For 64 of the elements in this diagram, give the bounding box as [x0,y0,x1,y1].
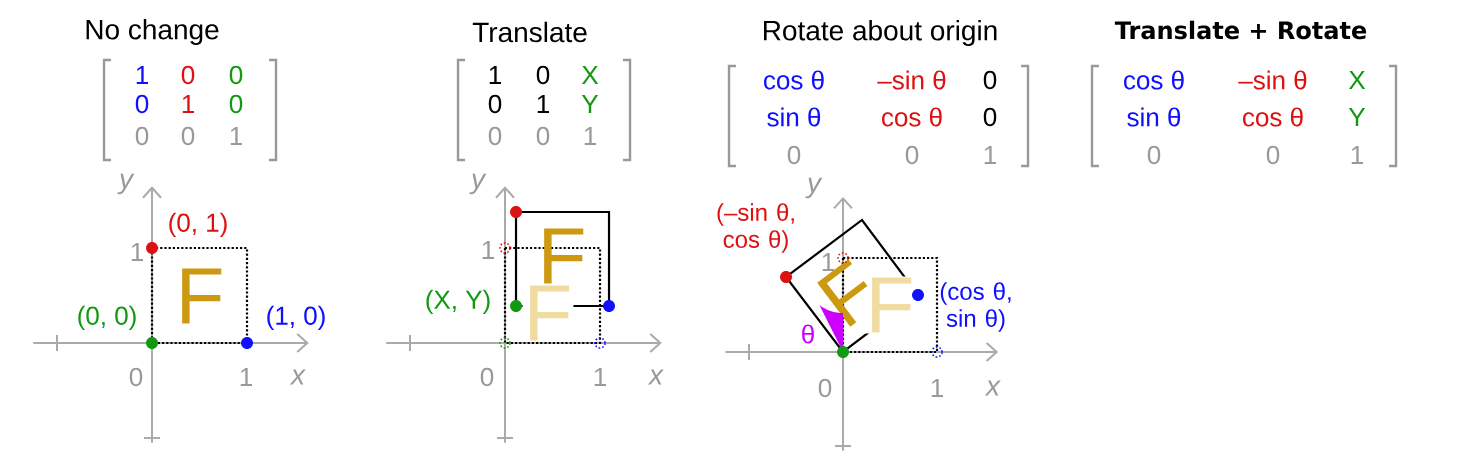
matrix-entry: 1 [230,127,242,145]
matrix-entry: 0 [135,126,149,146]
matrix-entry: 0 [181,126,195,146]
matrix-entry: 1 [182,95,194,113]
matrix-entry: 1 [984,146,996,164]
matrix-entry: 0 [229,65,243,85]
matrix-entry: 0 [1147,145,1161,165]
matrix-entry: 0 [536,126,550,146]
coordinate-label: (cos θ, sin θ) [940,282,1011,332]
tick-label: 1 [131,243,143,261]
matrix-entry: 0 [536,65,550,85]
tick-label: 1 [240,368,252,386]
matrix-entry: 0 [787,145,801,165]
matrix-entry: cos θ [882,107,942,127]
matrix-entry: cos θ [1243,107,1303,127]
matrix-entry: cos θ [1124,70,1184,90]
panel-title: Translate [472,21,587,43]
tick-label: 1 [931,379,943,397]
coordinate-label: (–sin θ, cos θ) [717,203,794,253]
axis-label: y [469,173,487,195]
axis-label: x [984,380,1001,396]
matrix-entry: 0 [1266,145,1280,165]
matrix-entry: cos θ [764,70,824,90]
tick-label: 1 [482,241,494,259]
matrix-entry: X [581,66,599,84]
tick-label: 0 [129,367,143,387]
matrix-entry: 0 [181,65,195,85]
panel-title: Translate + Rotate [1114,20,1367,40]
f-glyph: F [182,268,222,324]
axis-label: x [647,369,664,385]
matrix-entry: X [1348,71,1366,89]
coordinate-label: (X, Y) [426,289,490,315]
matrix-entry: 0 [135,94,149,114]
matrix-entry: 0 [983,70,997,90]
coordinate-label: (0, 1) [169,212,227,238]
panel-title: Rotate about origin [764,19,997,47]
f-glyph: F [544,228,584,284]
axis-label: y [117,173,135,195]
tick-label: 0 [480,367,494,387]
matrix-entry: –sin θ [877,70,946,90]
angle-label: θ [802,324,814,344]
matrix-entry: 0 [905,145,919,165]
matrix-entry: Y [1348,108,1366,126]
axis-label: x [289,369,306,385]
matrix-entry: –sin θ [1238,70,1307,90]
tick-label: 1 [594,368,606,386]
tick-label: 0 [818,378,832,398]
matrix-entry: 1 [537,95,549,113]
axis-label: y [805,177,823,199]
coordinate-label: (0, 0) [78,305,136,331]
matrix-entry: Y [581,95,599,113]
matrix-entry: 0 [488,94,502,114]
matrix-entry: 1 [584,127,596,145]
matrix-entry: 1 [489,66,501,84]
matrix-entry: sin θ [1127,107,1181,127]
f-glyph: F [522,284,574,342]
matrix-entry: 1 [1351,146,1363,164]
matrix-entry: 0 [488,126,502,146]
panel-title: No change [86,18,219,46]
matrix-entry: 0 [983,107,997,127]
coordinate-label: (1, 0) [267,305,325,331]
matrix-entry: 1 [136,66,148,84]
matrix-entry: 0 [229,94,243,114]
matrix-entry: sin θ [767,107,821,127]
